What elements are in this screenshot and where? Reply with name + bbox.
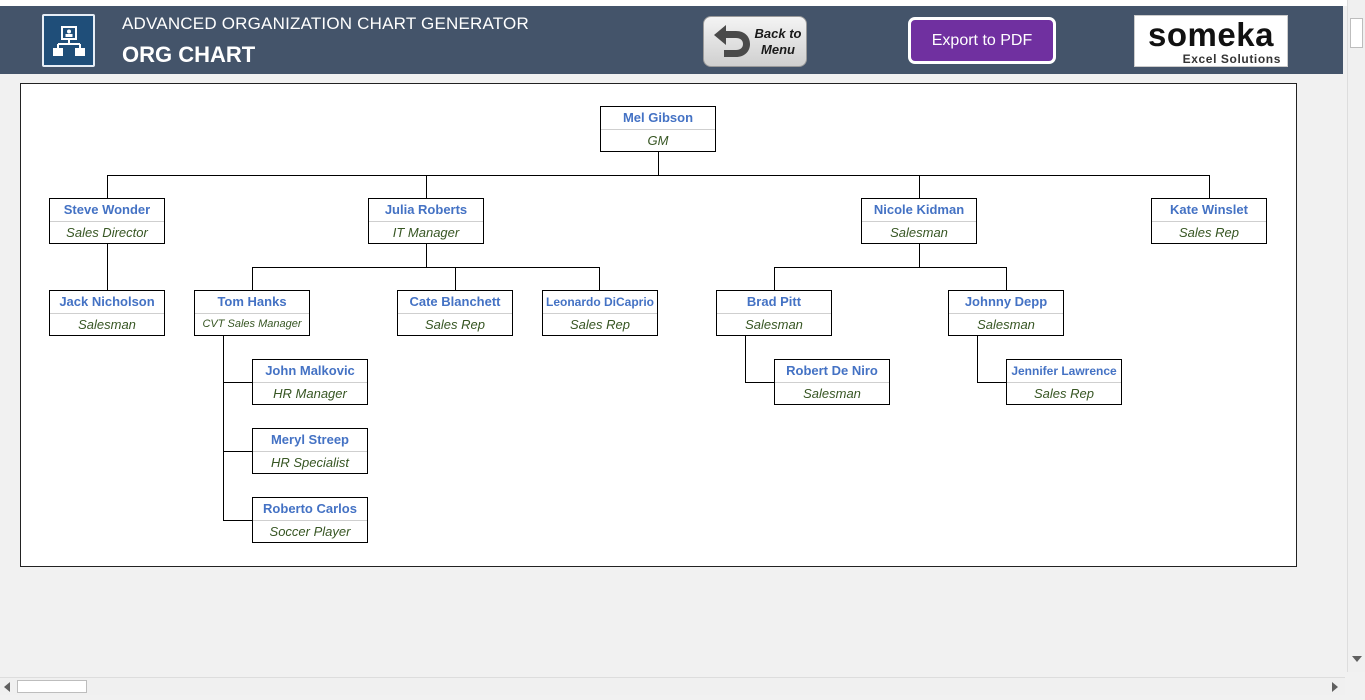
node-role: Sales Rep: [425, 317, 485, 332]
connector: [977, 336, 978, 383]
back-label-line1: Back to: [754, 26, 802, 41]
org-node-jack-nicholson[interactable]: Jack Nicholson Salesman: [49, 290, 165, 336]
connector: [919, 244, 920, 267]
org-node-meryl-streep[interactable]: Meryl Streep HR Specialist: [252, 428, 368, 474]
node-role: Soccer Player: [269, 524, 351, 539]
scroll-down-arrow-icon[interactable]: [1352, 656, 1362, 662]
node-name: Leonardo DiCaprio: [543, 291, 657, 314]
connector: [774, 267, 775, 290]
node-name: Tom Hanks: [195, 291, 309, 314]
connector: [774, 267, 1007, 268]
connector: [1209, 175, 1210, 198]
connector: [745, 382, 775, 383]
org-node-steve-wonder[interactable]: Steve Wonder Sales Director: [49, 198, 165, 244]
connector: [599, 267, 600, 290]
connector: [426, 244, 427, 267]
undo-arrow-icon: [714, 25, 750, 57]
node-name: Johnny Depp: [949, 291, 1063, 314]
connector: [252, 267, 600, 268]
org-node-tom-hanks[interactable]: Tom Hanks CVT Sales Manager: [194, 290, 310, 336]
node-role: Salesman: [977, 317, 1035, 332]
node-name: Jack Nicholson: [50, 291, 164, 314]
export-to-pdf-button[interactable]: Export to PDF: [908, 17, 1056, 64]
connector: [1006, 267, 1007, 290]
scroll-right-arrow-icon[interactable]: [1332, 682, 1338, 692]
node-name: Roberto Carlos: [253, 498, 367, 521]
org-node-robert-de-niro[interactable]: Robert De Niro Salesman: [774, 359, 890, 405]
node-role: Salesman: [78, 317, 136, 332]
page-title: ORG CHART: [122, 42, 256, 67]
node-name: Mel Gibson: [601, 107, 715, 130]
org-node-cate-blanchett[interactable]: Cate Blanchett Sales Rep: [397, 290, 513, 336]
connector: [223, 382, 253, 383]
logo-brand: someka: [1148, 16, 1274, 53]
connector: [223, 520, 253, 521]
connector: [107, 175, 1210, 176]
node-role: Sales Rep: [1034, 386, 1094, 401]
vertical-scroll-thumb[interactable]: [1350, 18, 1363, 48]
org-node-brad-pitt[interactable]: Brad Pitt Salesman: [716, 290, 832, 336]
node-role: Sales Rep: [570, 317, 630, 332]
back-label-line2: Menu: [761, 42, 795, 57]
node-name: Jennifer Lawrence: [1007, 360, 1121, 383]
vertical-scrollbar[interactable]: [1347, 0, 1365, 672]
connector: [252, 267, 253, 290]
node-name: Robert De Niro: [775, 360, 889, 383]
logo-tagline: Excel Solutions: [1182, 52, 1281, 66]
connector: [223, 336, 224, 521]
node-name: Meryl Streep: [253, 429, 367, 452]
app-subtitle: ADVANCED ORGANIZATION CHART GENERATOR: [122, 14, 529, 33]
node-name: Steve Wonder: [50, 199, 164, 222]
org-chart-canvas: Mel Gibson GM Steve Wonder Sales Directo…: [20, 83, 1297, 567]
connector: [658, 152, 659, 176]
node-name: Kate Winslet: [1152, 199, 1266, 222]
node-role: Sales Rep: [1179, 225, 1239, 240]
node-role: Salesman: [803, 386, 861, 401]
node-role: IT Manager: [392, 225, 460, 240]
back-to-menu-label: Back to Menu: [752, 26, 804, 58]
back-to-menu-button[interactable]: Back to Menu: [703, 16, 807, 67]
horizontal-scrollbar[interactable]: [0, 677, 1345, 695]
node-role: Salesman: [890, 225, 948, 240]
connector: [107, 175, 108, 198]
node-role: Salesman: [745, 317, 803, 332]
node-role: HR Specialist: [270, 455, 350, 470]
org-node-mel-gibson[interactable]: Mel Gibson GM: [600, 106, 716, 152]
node-name: Nicole Kidman: [862, 199, 976, 222]
node-name: Brad Pitt: [717, 291, 831, 314]
app-header: [0, 6, 1343, 74]
connector: [426, 175, 427, 198]
node-role: GM: [647, 133, 669, 148]
node-role: HR Manager: [273, 386, 347, 401]
connector: [107, 244, 108, 290]
node-name: John Malkovic: [253, 360, 367, 383]
org-node-johnny-depp[interactable]: Johnny Depp Salesman: [948, 290, 1064, 336]
org-node-julia-roberts[interactable]: Julia Roberts IT Manager: [368, 198, 484, 244]
org-node-roberto-carlos[interactable]: Roberto Carlos Soccer Player: [252, 497, 368, 543]
org-node-jennifer-lawrence[interactable]: Jennifer Lawrence Sales Rep: [1006, 359, 1122, 405]
window-top-strip: [0, 0, 1365, 6]
someka-logo: someka Excel Solutions: [1134, 15, 1288, 67]
node-role: CVT Sales Manager: [202, 318, 302, 330]
scroll-left-arrow-icon[interactable]: [4, 682, 10, 692]
connector: [745, 336, 746, 383]
org-chart-icon: [42, 14, 95, 67]
node-role: Sales Director: [66, 225, 148, 240]
connector: [919, 175, 920, 198]
org-node-leonardo-dicaprio[interactable]: Leonardo DiCaprio Sales Rep: [542, 290, 658, 336]
connector: [977, 382, 1007, 383]
connector: [455, 267, 456, 290]
org-node-john-malkovic[interactable]: John Malkovic HR Manager: [252, 359, 368, 405]
node-name: Cate Blanchett: [398, 291, 512, 314]
horizontal-scroll-thumb[interactable]: [17, 680, 87, 693]
node-name: Julia Roberts: [369, 199, 483, 222]
org-node-nicole-kidman[interactable]: Nicole Kidman Salesman: [861, 198, 977, 244]
connector: [223, 451, 253, 452]
org-node-kate-winslet[interactable]: Kate Winslet Sales Rep: [1151, 198, 1267, 244]
